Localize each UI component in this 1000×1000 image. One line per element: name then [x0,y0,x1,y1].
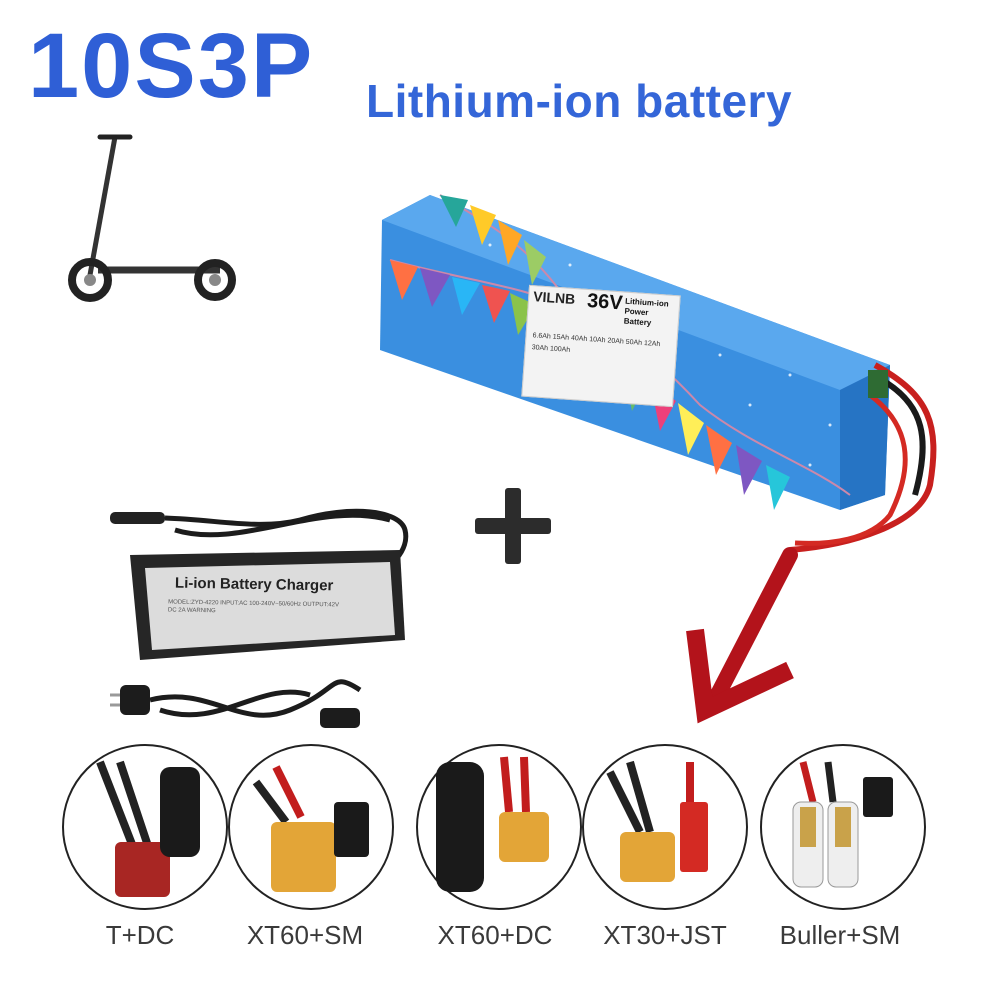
charger-image [110,508,409,728]
plus-icon [475,488,551,564]
connector-xt30-jst [582,744,748,910]
title-10s3p: 10S3P [28,15,315,117]
connector-label-xt60-dc: XT60+DC [437,920,553,950]
battery-capacities: 6.6Ah 15Ah 40Ah 10Ah 20Ah 50Ah 12Ah 30Ah… [531,332,661,354]
connector-buller-sm [760,744,926,910]
connector-xt60-dc [416,744,582,910]
connector-xt60-sm [228,744,394,910]
title-lithium-ion-battery: Lithium-ion battery [366,75,793,127]
scooter-image [68,134,236,302]
connector-t-dc [62,744,228,910]
connector-label-t-dc: T+DC [105,920,175,950]
arrow-down-left-icon [686,547,798,724]
battery-label: VILNB 36V Lithium-ion Power Battery 6.6A… [521,284,681,408]
charger-specs: MODEL:ZYD-4220 INPUT:AC 100-240V~50/60Hz… [167,599,340,615]
battery-brand: VILNB [532,288,576,308]
connector-label-xt60-sm: XT60+SM [246,920,364,950]
connector-label-buller-sm: Buller+SM [779,920,901,950]
connector-label-xt30-jst: XT30+JST [603,920,727,950]
battery-type: Lithium-ion Power Battery [623,296,669,328]
charger-label: Li-ion Battery Charger [174,574,334,595]
battery-voltage: 36V [586,289,624,315]
